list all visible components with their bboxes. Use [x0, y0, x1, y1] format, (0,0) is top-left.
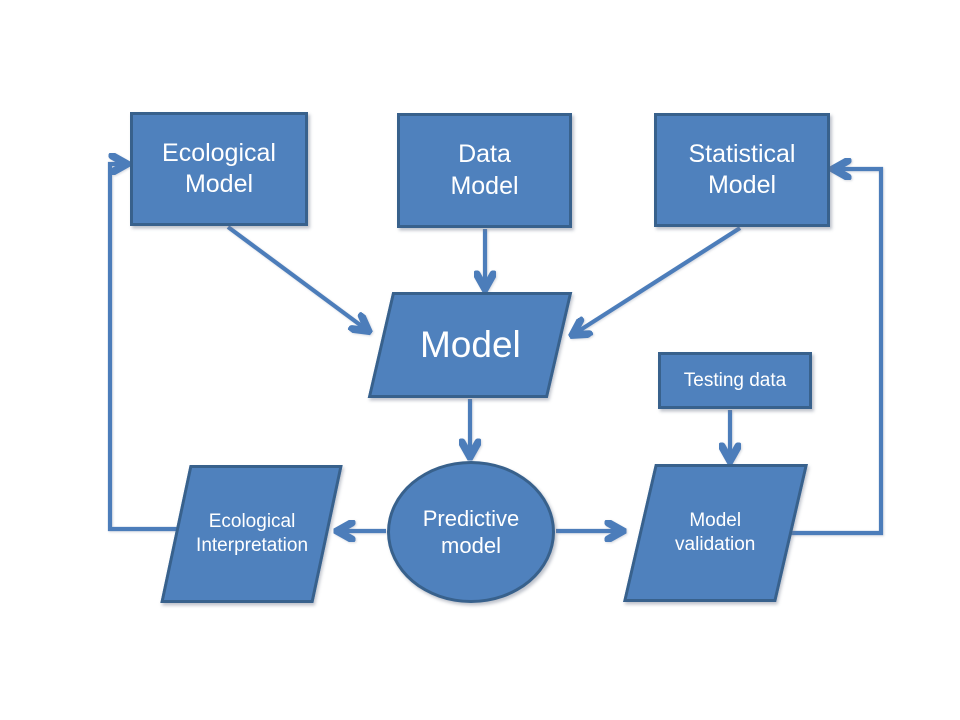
node-ecological-interpretation-label: Ecological Interpretation — [195, 511, 308, 556]
arrow-model-validation-to-statistical-model — [791, 169, 884, 536]
node-predictive-model: Predictive model — [387, 461, 555, 603]
node-model: Model — [367, 292, 573, 398]
node-statistical-model-label: Statistical Model — [688, 139, 796, 199]
node-model-label: Model — [419, 323, 521, 365]
arrow-statistical-model-to-model — [574, 226, 742, 334]
node-ecological-interpretation: Ecological Interpretation — [160, 465, 343, 603]
node-data-model-label: Data Model — [450, 140, 519, 200]
node-testing-data-label: Testing data — [683, 369, 787, 391]
node-model-validation-label: Model validation — [675, 510, 756, 555]
arrow-ecological-interpretation-to-ecological-model — [107, 164, 177, 532]
node-testing-data: Testing data — [658, 352, 812, 409]
node-statistical-model: Statistical Model — [654, 113, 830, 227]
arrow-ecological-model-to-model — [226, 225, 367, 330]
node-model-validation: Model validation — [623, 464, 808, 602]
node-predictive-model-label: Predictive model — [422, 505, 520, 559]
node-data-model: Data Model — [397, 113, 572, 228]
node-ecological-model: Ecological Model — [130, 112, 308, 226]
node-ecological-model-label: Ecological Model — [162, 138, 276, 198]
